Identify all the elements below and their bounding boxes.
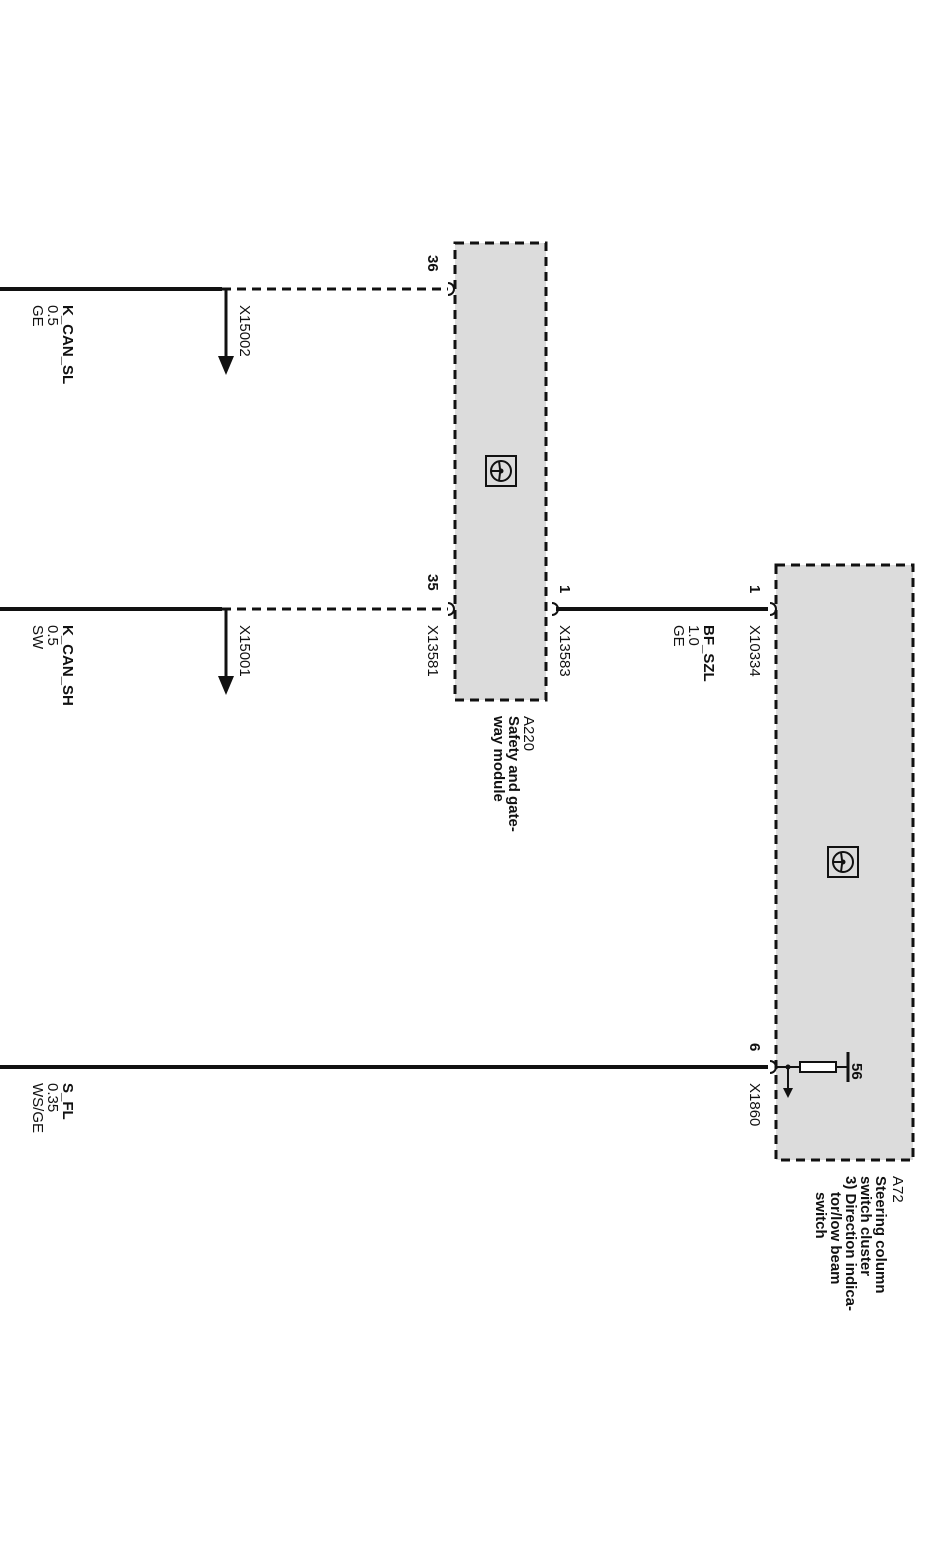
module-desc: Steering column [872, 1176, 889, 1294]
wire-gauge-label: 1.0 [685, 625, 702, 646]
connector-label: X15002 [236, 305, 253, 357]
wire-signal-label: S_FL [59, 1083, 76, 1120]
pin-35-terminal [447, 602, 455, 616]
connector-label: X1860 [746, 1083, 763, 1126]
pin-number: 6 [746, 1043, 763, 1051]
pin-number: 35 [424, 574, 441, 591]
ground-arrow-icon [218, 356, 234, 375]
pin-1-a72-terminal [769, 602, 777, 616]
wire-signal-label: K_CAN_SH [59, 625, 76, 706]
pin-1-a220-terminal [551, 602, 559, 616]
wire-color-label: GE [670, 625, 687, 647]
pin-36-terminal [447, 282, 455, 296]
internal-pin-number: 56 [848, 1063, 865, 1080]
module-id: A72 [889, 1176, 906, 1203]
module-desc: 3) Direction indica- [842, 1176, 859, 1311]
connector-label: X13583 [556, 625, 573, 677]
wire-gauge-label: 0.5 [44, 305, 61, 326]
connector-label: X15001 [236, 625, 253, 677]
ground-arrow-icon [218, 676, 234, 695]
wire-signal-label: BF_SZL [700, 625, 717, 682]
wire-color-label: GE [29, 305, 46, 327]
module-desc: tor/low beam [827, 1192, 844, 1285]
resistor-icon [799, 1061, 837, 1073]
wire-color-label: WS/GE [29, 1083, 46, 1133]
module-desc: switch [812, 1192, 829, 1239]
module-desc: Safety and gate- [505, 716, 522, 832]
wire-gauge-label: 0.5 [44, 625, 61, 646]
wire-signal-label: K_CAN_SL [59, 305, 76, 384]
pin-number: 1 [556, 585, 573, 593]
module-desc: way module [490, 715, 507, 802]
connector-label: X13581 [424, 625, 441, 677]
connector-label: X10334 [746, 625, 763, 677]
wire-gauge-label: 0.35 [44, 1083, 61, 1112]
steering-wheel-icon [485, 455, 517, 487]
wire-color-label: SW [29, 625, 46, 650]
module-desc: switch cluster [857, 1176, 874, 1276]
steering-wheel-icon [827, 846, 859, 878]
pin-number: 1 [746, 585, 763, 593]
ground-arrow-icon [783, 1088, 793, 1098]
pin-number: 36 [424, 255, 441, 272]
module-id: A220 [520, 716, 537, 751]
pin-6-terminal [769, 1060, 777, 1074]
